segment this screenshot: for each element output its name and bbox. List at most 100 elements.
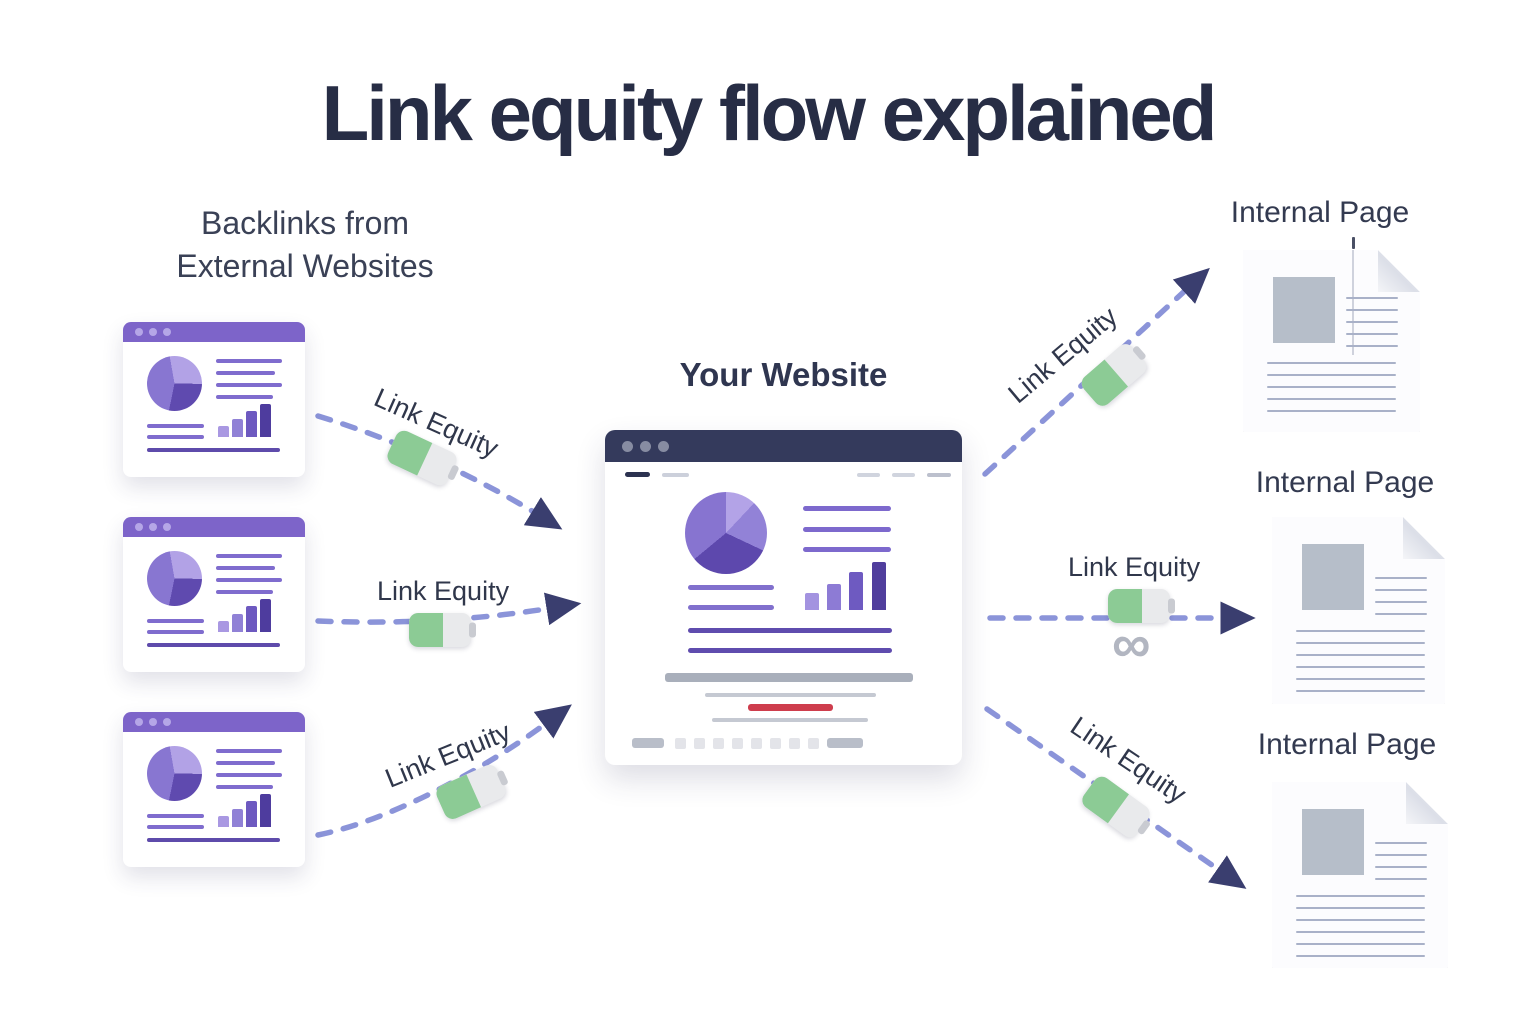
window-dot-icon [658, 441, 669, 452]
footer-square [808, 738, 819, 749]
window-dot-icon [163, 328, 171, 336]
page-title: Link equity flow explained [321, 69, 1218, 157]
external-website-window-3 [123, 712, 305, 867]
arrow-external3-to-site [315, 704, 572, 838]
doc-text-line [1296, 654, 1425, 656]
doc-text-line [1375, 854, 1427, 856]
text-line [216, 749, 282, 753]
text-line [688, 628, 892, 633]
text-line [803, 506, 891, 511]
nav-item [662, 473, 689, 477]
text-line [803, 527, 891, 532]
doc-text-line [1296, 907, 1425, 909]
your-website-window [605, 430, 962, 765]
page-fold-icon [1406, 782, 1448, 824]
footer-square [675, 738, 686, 749]
bar-chart-icon [260, 599, 271, 632]
backlinks-label-line2: External Websites [176, 248, 434, 285]
window-dot-icon [135, 328, 143, 336]
link-equity-label-5: Link Equity [1068, 552, 1201, 582]
text-line [216, 590, 273, 594]
window-dot-icon [163, 718, 171, 726]
text-line [147, 643, 280, 647]
text-line [147, 825, 204, 829]
doc-text-line [1375, 589, 1427, 591]
text-line [147, 814, 204, 818]
window-dot-icon [135, 523, 143, 531]
bar-chart-icon [232, 809, 243, 827]
text-line [688, 605, 774, 610]
footer-square [713, 738, 724, 749]
doc-text-line [1375, 842, 1427, 844]
backlinks-label: Backlinks from External Websites [85, 202, 525, 288]
bar-chart-icon [246, 801, 257, 827]
doc-text-line [1375, 878, 1427, 880]
page-fold-icon [1403, 517, 1445, 559]
text-line [688, 648, 892, 653]
text-line [712, 718, 868, 722]
text-line [216, 359, 282, 363]
text-line [147, 838, 280, 842]
doc-text-line [1267, 398, 1396, 400]
image-placeholder [1302, 544, 1364, 610]
bar-chart-icon [246, 411, 257, 437]
bar-chart-icon [218, 426, 229, 437]
internal-page-document-1 [1243, 250, 1420, 432]
bar-chart-icon [218, 816, 229, 827]
doc-text-line [1296, 690, 1425, 692]
external-website-window-1 [123, 322, 305, 477]
window-header [123, 322, 305, 342]
bar-chart-icon [232, 614, 243, 632]
text-line [688, 585, 774, 590]
doc-text-line [1375, 613, 1427, 615]
page-fold-icon [1378, 250, 1420, 292]
window-dot-icon [149, 523, 157, 531]
nav-item [927, 473, 951, 477]
doc-text-line [1296, 630, 1425, 632]
window-dot-icon [163, 523, 171, 531]
internal-page-label-2: Internal Page [1255, 466, 1435, 499]
bar-chart-icon [246, 606, 257, 632]
doc-text-line [1267, 362, 1396, 364]
pie-chart-icon [685, 492, 767, 574]
bar-chart-icon [218, 621, 229, 632]
doc-text-line [1267, 410, 1396, 412]
footer-square [789, 738, 800, 749]
doc-text-line [1296, 895, 1425, 897]
fold-crease [1352, 250, 1354, 355]
footer-square [694, 738, 705, 749]
doc-text-line [1375, 577, 1427, 579]
text-line [147, 435, 204, 439]
footer-square [732, 738, 743, 749]
doc-text-line [1296, 943, 1425, 945]
backlinks-label-line1: Backlinks from [200, 205, 410, 241]
doc-text-line [1346, 309, 1398, 311]
text-line [216, 578, 282, 582]
doc-text-line [1267, 386, 1396, 388]
text-line [216, 383, 282, 387]
nav-item [857, 473, 880, 477]
text-line [216, 761, 275, 765]
doc-text-line [1267, 374, 1396, 376]
image-placeholder [1302, 809, 1364, 875]
footer-block [632, 738, 664, 748]
text-line [147, 424, 204, 428]
bar-chart-icon [260, 794, 271, 827]
your-website-label: Your Website [679, 356, 888, 393]
nav-item [625, 472, 650, 477]
bar-chart-icon [872, 562, 886, 610]
doc-text-line [1296, 666, 1425, 668]
text-line [147, 630, 204, 634]
internal-page-document-3 [1272, 782, 1448, 968]
text-line [705, 693, 876, 697]
window-dot-icon [622, 441, 633, 452]
doc-text-line [1296, 931, 1425, 933]
bar-chart-icon [805, 593, 819, 610]
internal-page-document-2 [1272, 517, 1445, 704]
window-header [123, 517, 305, 537]
text-line [216, 554, 282, 558]
window-dot-icon [149, 718, 157, 726]
infinity-icon: ∞ [1112, 614, 1151, 674]
pie-chart-icon [147, 746, 202, 801]
